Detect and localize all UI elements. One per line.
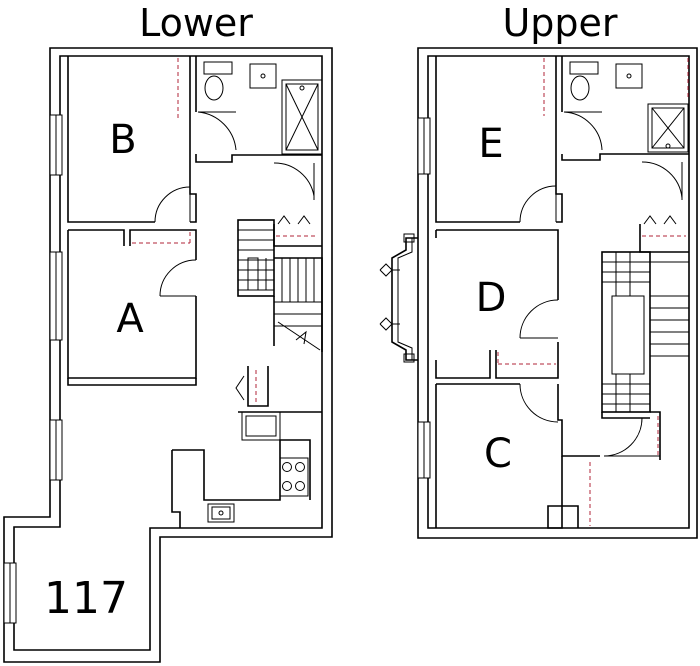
upper-stairs xyxy=(601,251,689,460)
room-label-a: A xyxy=(116,296,144,342)
lower-outer-wall xyxy=(3,47,333,663)
shower-icon xyxy=(647,103,689,153)
floor-title-upper: Upper xyxy=(502,1,617,45)
room-e-wall xyxy=(435,56,520,223)
toilet-icon xyxy=(570,75,590,101)
stove-icon xyxy=(279,457,309,497)
door-swing xyxy=(273,162,315,197)
door-swing xyxy=(519,383,559,423)
room-b-wall xyxy=(67,56,155,223)
floor-title-lower: Lower xyxy=(139,1,253,45)
door-swing xyxy=(603,417,643,457)
shower-icon xyxy=(281,79,323,155)
door-swing xyxy=(197,111,237,151)
lower-inner-wall xyxy=(13,55,323,651)
door-swing xyxy=(641,161,683,199)
door-swing xyxy=(154,186,191,223)
unit-number: 117 xyxy=(44,573,128,624)
room-a-wall xyxy=(68,229,125,246)
room-label-e: E xyxy=(478,121,503,167)
upper-floor-plan xyxy=(379,47,698,539)
door-swing xyxy=(519,185,557,223)
door-swing xyxy=(563,111,603,151)
room-label-d: D xyxy=(476,275,507,321)
kitchen-sink-icon xyxy=(207,503,235,523)
upper-inner-wall xyxy=(427,55,690,529)
lower-floor-plan xyxy=(3,47,333,663)
room-label-b: B xyxy=(109,117,136,163)
upper-outer-wall xyxy=(417,47,698,539)
sink-icon xyxy=(249,63,277,89)
door-swing xyxy=(519,299,559,339)
toilet-icon xyxy=(204,75,224,101)
kitchen xyxy=(171,411,322,528)
lower-stairs xyxy=(237,219,323,352)
room-label-c: C xyxy=(484,431,512,477)
sink-icon xyxy=(615,63,643,89)
door-swing xyxy=(159,259,197,297)
bay-window xyxy=(379,233,418,363)
